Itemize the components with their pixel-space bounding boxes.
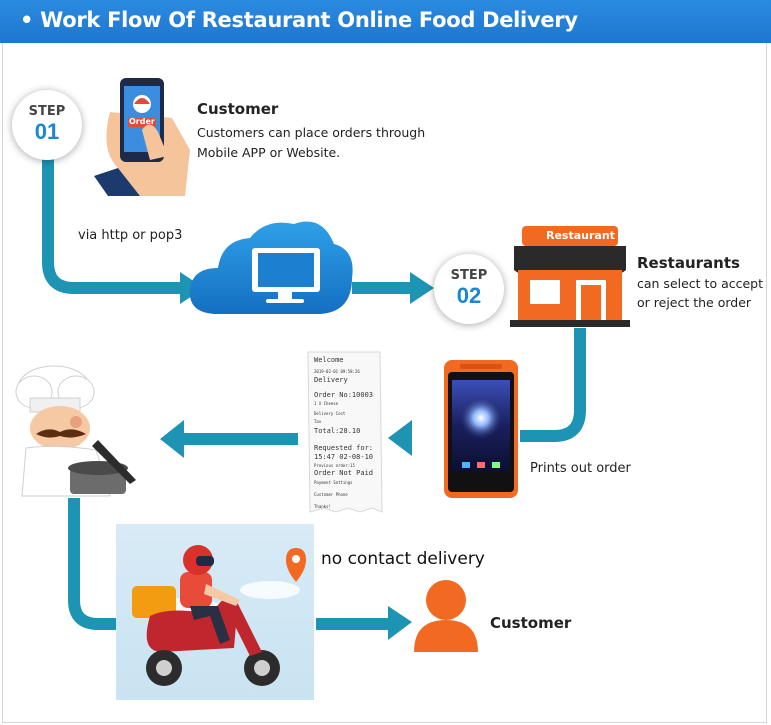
receipt-line: Order No:10003 <box>314 391 374 399</box>
receipt-line: Welcome <box>314 356 344 364</box>
connector-step1-to-cloud <box>42 158 182 294</box>
receipt-line: Requested for: <box>314 444 374 452</box>
receipt-paper <box>307 351 383 513</box>
receipt-line: 2019-02-01 09:58:26 <box>314 369 360 374</box>
step-01-title: Customer <box>197 100 279 118</box>
pos-terminal-icon <box>444 360 518 498</box>
arrow-receipt-to-chef <box>160 420 298 458</box>
no-contact-delivery-label: no contact delivery <box>321 549 485 569</box>
customer-avatar-icon <box>414 580 478 652</box>
receipt-line: Order Not Paid <box>314 469 374 477</box>
step-01-desc-line2: Mobile APP or Website. <box>197 145 341 160</box>
step-02-number: 02 <box>456 283 482 308</box>
page-title: • Work Flow Of Restaurant Online Food De… <box>20 8 578 32</box>
arrowhead-to-pos <box>388 420 412 456</box>
receipt-line: Delivery <box>314 376 348 384</box>
step-02-title: Restaurants <box>637 254 740 272</box>
receipt-line: Payment Settings <box>314 480 353 485</box>
arrowhead-to-step2 <box>410 272 434 304</box>
header-bar: • Work Flow Of Restaurant Online Food De… <box>0 0 771 43</box>
step-01-badge: STEP 01 <box>12 90 82 160</box>
connector-chef-to-delivery <box>68 498 118 630</box>
delivery-scene <box>116 524 314 700</box>
arrowhead-to-customer <box>388 606 412 640</box>
step-02-desc-line2: or reject the order <box>637 295 752 310</box>
prints-order-label: Prints out order <box>530 461 631 476</box>
receipt-line: Customer Phone <box>314 492 348 497</box>
receipt-line: Tax <box>314 419 322 424</box>
step-02-badge: STEP 02 <box>434 254 504 324</box>
restaurant-shop-icon <box>510 226 630 327</box>
receipt-line: Delivery Cost <box>314 411 346 416</box>
step-01-desc-line1: Customers can place orders through <box>197 125 426 140</box>
step-01-label: STEP <box>28 104 66 119</box>
cloud-server-icon <box>189 221 353 314</box>
receipt-line: Previous order:15 <box>314 463 355 468</box>
receipt-line: Total:28.10 <box>314 427 361 435</box>
step-02-label: STEP <box>450 268 488 283</box>
connector-lines <box>42 158 586 630</box>
content-frame <box>2 43 767 723</box>
phone-order-label: Order <box>129 117 155 126</box>
step-02-desc-line1: can select to accept <box>637 276 763 291</box>
connector-restaurant-to-pos <box>520 328 586 442</box>
final-customer-label: Customer <box>490 614 572 632</box>
receipt-line: 1 X Cheese <box>314 401 339 406</box>
step-01-number: 01 <box>34 119 60 144</box>
chef-icon <box>15 365 136 497</box>
receipt-line: 15:47 02-08-10 <box>314 453 374 461</box>
restaurant-sign-label: Restaurant <box>546 229 615 242</box>
via-protocol-label: via http or pop3 <box>78 228 183 243</box>
hand-phone-icon <box>94 78 190 196</box>
receipt-line: Thanks! <box>314 504 331 509</box>
